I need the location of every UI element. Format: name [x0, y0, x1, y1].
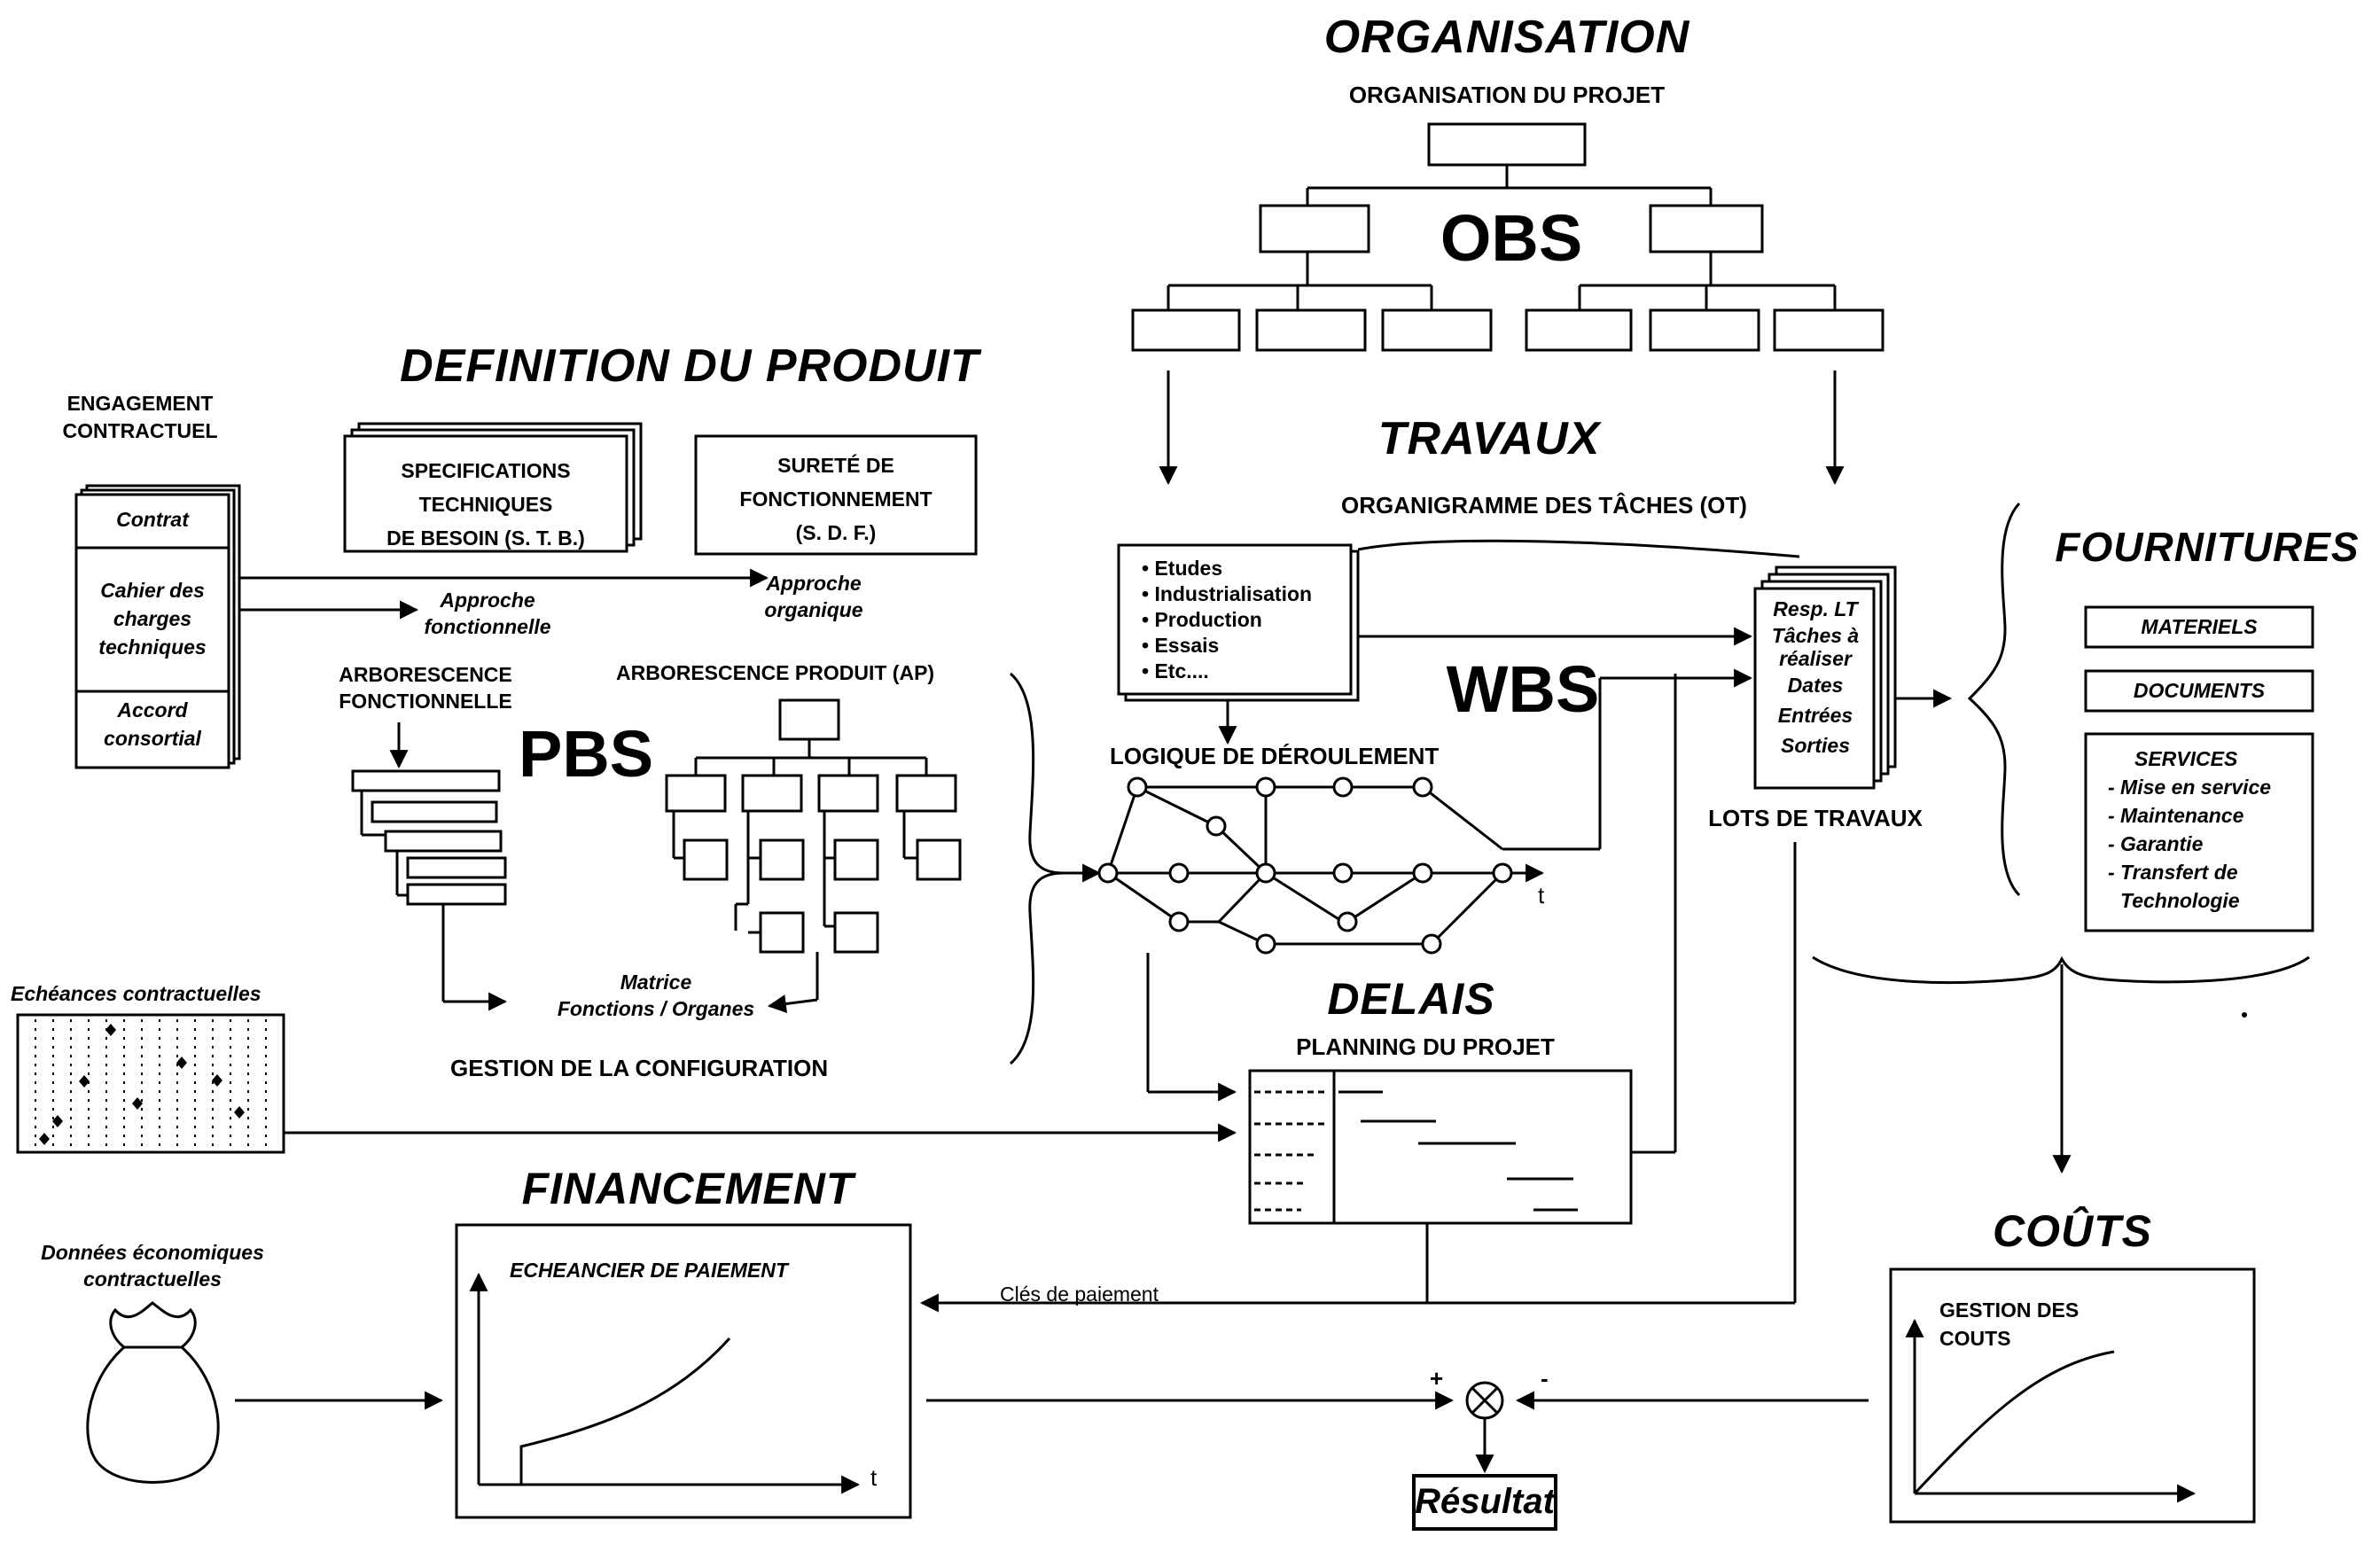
tasks-box-shape	[1117, 543, 1360, 702]
payment-chart	[455, 1223, 912, 1519]
sdf-box	[694, 434, 978, 556]
network-graph	[1097, 776, 1545, 955]
documents-label: DOCUMENTS	[2133, 679, 2266, 702]
arbo-fonctionnelle-label: ARBORESCENCE FONCTIONNELLE	[339, 663, 512, 713]
plus-sign: +	[1430, 1365, 1444, 1392]
minus-sign: -	[1541, 1365, 1549, 1392]
donnees-label: Données économiques contractuelles	[41, 1241, 264, 1291]
lots-stack	[1753, 565, 1897, 790]
product-tree	[665, 698, 962, 1013]
result-box	[1412, 1474, 1557, 1531]
planning-bars	[1338, 1090, 1578, 1212]
obs-label: OBS	[1440, 201, 1583, 275]
arbo-produit-label: ARBORESCENCE PRODUIT (AP)	[616, 661, 935, 684]
approche-fonctionnelle: Approche fonctionnelle	[424, 589, 551, 638]
materiels-label: MATERIELS	[2141, 615, 2258, 638]
task-item: • Etc....	[1142, 659, 1209, 682]
travaux-subtitle: ORGANIGRAMME DES TÂCHES (OT)	[1341, 492, 1747, 519]
definition-title: DEFINITION DU PRODUIT	[400, 340, 979, 392]
echeances-label: Echéances contractuelles	[11, 982, 261, 1005]
config-label: GESTION DE LA CONFIGURATION	[450, 1055, 829, 1081]
pbs-label: PBS	[519, 717, 654, 791]
contract-stack	[74, 484, 241, 769]
stb-stack	[343, 422, 643, 553]
matrice-label: Matrice Fonctions / Organes	[557, 971, 755, 1020]
tasks-list: • Etudes • Industrialisation • Productio…	[1142, 556, 1312, 684]
echeancier-title: ECHEANCIER DE PAIEMENT	[510, 1259, 788, 1282]
pbs-brace	[1010, 672, 1065, 1065]
cahier-label: Cahier des charges techniques	[98, 579, 207, 659]
obs-tree	[1131, 122, 1884, 352]
costs-brace	[1812, 955, 2310, 985]
lots-content: Resp. LT Tâches à réaliser Dates Entrées…	[1771, 597, 1860, 757]
comparator-circle	[926, 1381, 1869, 1474]
delais-title: DELAIS	[1327, 974, 1495, 1024]
functional-tree	[351, 722, 508, 1011]
financement-title: FINANCEMENT	[521, 1164, 854, 1213]
wbs-label: WBS	[1446, 652, 1600, 726]
travaux-title: TRAVAUX	[1377, 413, 1601, 464]
sdf-text: SURETÉ DE FONCTIONNEMENT (S. D. F.)	[739, 454, 932, 544]
planning-chart	[1248, 1069, 1633, 1225]
stb-box: SPECIFICATIONS TECHNIQUES DE BESOIN (S. …	[386, 459, 585, 550]
lots-label: LOTS DE TRAVAUX	[1708, 805, 1923, 831]
costs-chart	[1889, 1267, 2256, 1524]
organisation-title: ORGANISATION	[1323, 12, 1690, 63]
fournitures-title: FOURNITURES	[2055, 524, 2360, 570]
deadlines-grid	[16, 1013, 285, 1154]
cles-label: Clés de paiement	[1000, 1283, 1159, 1306]
accord-label: Accord consortial	[104, 698, 201, 750]
services-list: SERVICES - Mise en service - Maintenance…	[2108, 747, 2272, 912]
task-item: • Production	[1142, 608, 1262, 631]
engagement-title: ENGAGEMENT CONTRACTUEL	[62, 392, 218, 442]
approche-organique: Approche organique	[764, 572, 863, 621]
logique-label: LOGIQUE DE DÉROULEMENT	[1110, 743, 1440, 769]
contrat-label: Contrat	[116, 508, 189, 531]
task-item: • Etudes	[1142, 557, 1223, 580]
resultat-label: Résultat	[1415, 1482, 1555, 1521]
task-item: • Essais	[1142, 634, 1220, 657]
supplies-brace	[1967, 502, 2021, 897]
couts-chart-title: GESTION DES COUTS	[1939, 1298, 2080, 1350]
planning-rows	[1254, 1090, 1325, 1212]
task-item: • Industrialisation	[1142, 582, 1313, 605]
organisation-subtitle: ORGANISATION DU PROJET	[1348, 82, 1666, 108]
financement-t-label: t	[870, 1464, 878, 1491]
network-t-label: t	[1538, 882, 1545, 908]
money-bag-icon	[86, 1301, 220, 1484]
delais-subtitle: PLANNING DU PROJET	[1296, 1033, 1555, 1060]
couts-title: COÛTS	[1993, 1206, 2152, 1256]
